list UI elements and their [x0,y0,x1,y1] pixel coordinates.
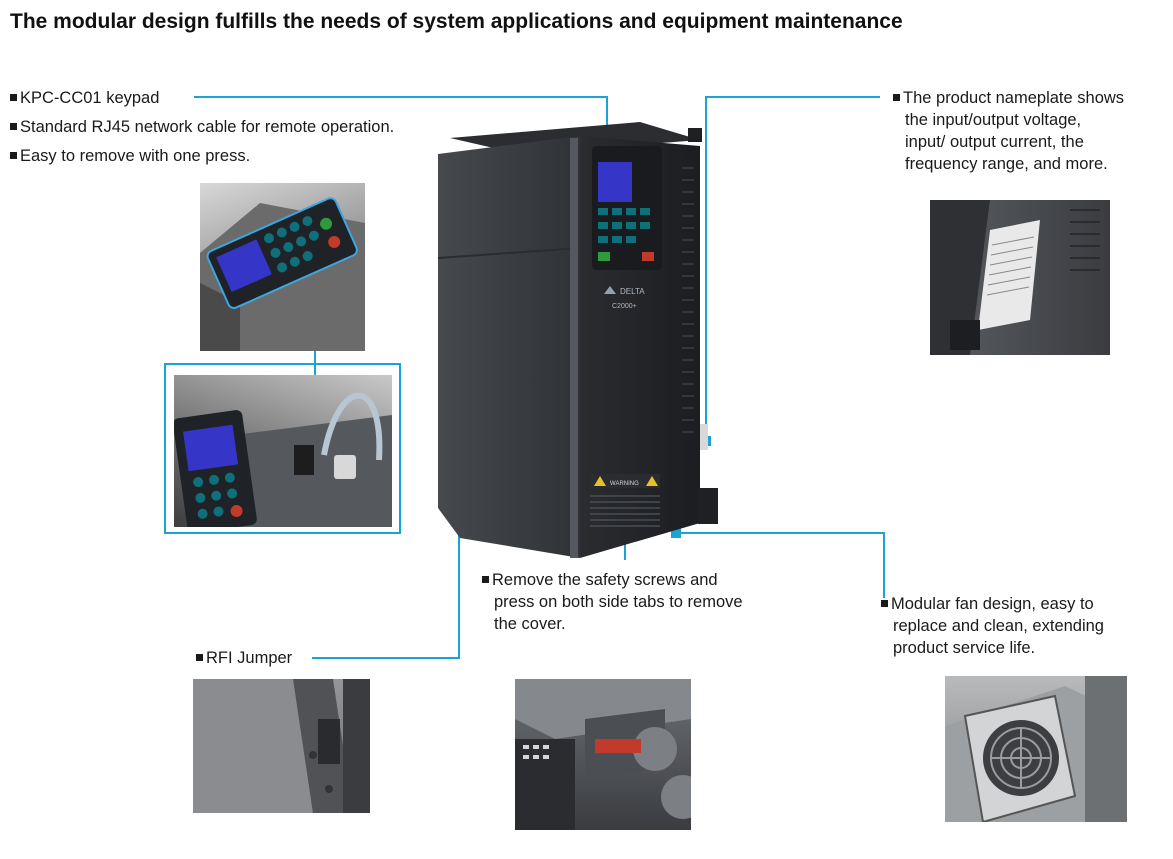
fan-description: Modular fan design, easy to replace and … [881,593,1104,659]
fan-callout-line [676,532,885,598]
drive-warning-text: WARNING [610,481,639,487]
cover-removal-graphic [515,679,691,830]
nameplate-callout-line [705,96,880,440]
keypad-closeup-photo [200,183,365,351]
ac-drive-graphic: DELTA C2000+ WARNING [437,122,718,558]
nameplate-description: The product nameplate shows the input/ou… [893,87,1124,175]
page-title: The modular design fulfills the needs of… [10,10,903,33]
bullet-item: KPC-CC01 keypad [10,87,394,109]
ac-drive-photo: DELTA C2000+ WARNING [430,118,730,568]
fan-module-graphic [945,676,1127,822]
drive-brand-text: DELTA [620,287,645,296]
cover-description: Remove the safety screws and press on bo… [482,569,743,635]
rj45-cable-graphic [174,392,392,527]
keypad-bullet-list: KPC-CC01 keypad Standard RJ45 network ca… [10,87,394,167]
rfi-jumper-photo [193,679,370,813]
cover-removal-photo [515,679,691,830]
nameplate-graphic [930,200,1100,355]
rfi-jumper-graphic [193,679,370,813]
drive-model-text: C2000+ [612,303,637,310]
bullet-item: Easy to remove with one press. [10,145,394,167]
rfi-jumper-label: RFI Jumper [196,647,292,669]
rj45-inset-frame [164,363,401,534]
rj45-cable-photo [174,375,392,527]
keypad-closeup-graphic [200,197,365,351]
bullet-item: Standard RJ45 network cable for remote o… [10,116,394,138]
nameplate-photo [930,200,1110,355]
fan-module-photo [945,676,1127,822]
